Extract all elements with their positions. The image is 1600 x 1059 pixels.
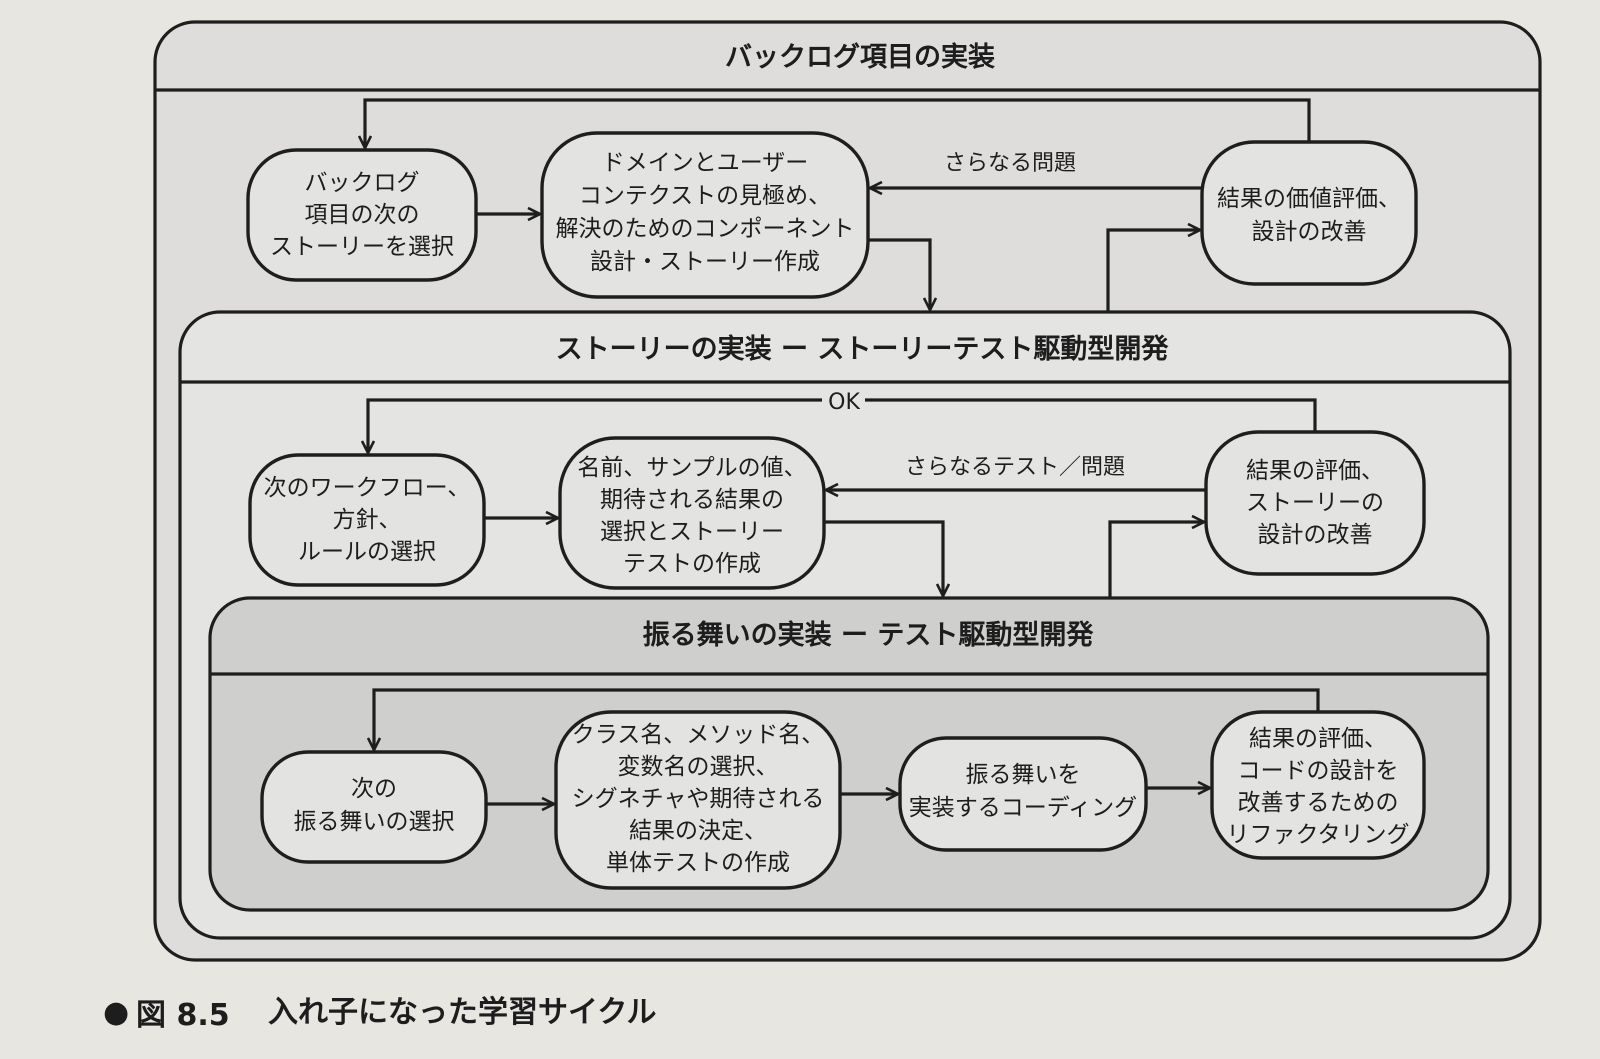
outer-connectors: さらなる問題 — [365, 98, 1311, 312]
arrow-domain-into-story-frame — [868, 238, 930, 310]
node-refactor-line-4: リファクタリング — [1226, 822, 1409, 848]
node-unit-test-line-3: シグネチャや期待される — [572, 786, 825, 812]
node-domain-design-line-1: ドメインとユーザー — [602, 150, 809, 176]
node-story-eval-line-3: 設計の改善 — [1258, 522, 1373, 548]
caption-figure-number: 図 8.5 — [136, 998, 230, 1033]
label-ok: OK — [828, 390, 860, 415]
node-coding-box — [898, 736, 1148, 852]
caption-bullet: ● — [103, 995, 129, 1030]
caption-title: 入れ子になった学習サイクル — [268, 995, 657, 1030]
node-domain-design-line-3: 解決のためのコンポーネント — [556, 216, 855, 242]
node-story-test-box — [558, 436, 826, 590]
node-value-eval-line-2: 設計の改善 — [1252, 219, 1367, 245]
node-story-test-line-2: 期待される結果の — [600, 487, 784, 513]
node-coding-line-1: 振る舞いを — [966, 762, 1081, 788]
node-workflow-select: 次のワークフロー、 方針、 ルールの選択 — [248, 453, 486, 587]
node-behavior-select: 次の 振る舞いの選択 — [260, 750, 488, 864]
node-coding-line-2: 実装するコーディング — [909, 795, 1137, 821]
figure-caption: ● 図 8.5 入れ子になった学習サイクル — [103, 995, 657, 1033]
frame-behavior-title: 振る舞いの実装 ー テスト駆動型開発 — [643, 619, 1095, 651]
node-backlog-select-line-3: ストーリーを選択 — [270, 234, 454, 260]
node-workflow-select-box — [248, 453, 486, 587]
node-workflow-select-line-3: ルールの選択 — [298, 539, 436, 565]
node-refactor: 結果の評価、 コードの設計を 改善するための リファクタリング — [1210, 710, 1426, 860]
node-story-eval-line-2: ストーリーの — [1246, 490, 1384, 516]
node-story-test: 名前、サンプルの値、 期待される結果の 選択とストーリー テストの作成 — [558, 436, 826, 590]
arrow-behavior-loop-back — [374, 688, 1320, 750]
node-unit-test-line-2: 変数名の選択、 — [618, 754, 779, 780]
node-story-test-line-4: テストの作成 — [623, 551, 761, 577]
node-behavior-select-line-1: 次の — [351, 776, 397, 802]
node-story-eval: 結果の評価、 ストーリーの 設計の改善 — [1204, 430, 1426, 576]
node-unit-test-line-1: クラス名、メソッド名、 — [572, 722, 825, 748]
node-domain-design-line-4: 設計・ストーリー作成 — [590, 249, 820, 275]
node-value-eval-box — [1200, 140, 1418, 286]
node-refactor-line-3: 改善するための — [1238, 790, 1399, 816]
frame-backlog-title: バックログ項目の実装 — [725, 41, 995, 73]
arrow-story-loop-back-right — [865, 398, 1317, 432]
behavior-connectors — [374, 688, 1320, 804]
node-backlog-select-line-1: バックログ — [305, 170, 420, 196]
node-value-eval-line-1: 結果の価値評価、 — [1217, 186, 1401, 212]
arrow-behavior-frame-to-story-eval — [1108, 522, 1204, 598]
frame-behavior-implementation: 振る舞いの実装 ー テスト駆動型開発 — [208, 596, 1490, 912]
node-behavior-select-line-2: 振る舞いの選択 — [294, 809, 455, 835]
node-unit-test: クラス名、メソッド名、 変数名の選択、 シグネチャや期待される 結果の決定、 単… — [554, 710, 842, 890]
node-domain-design-line-2: コンテクストの見極め、 — [579, 183, 831, 209]
node-value-eval: 結果の価値評価、 設計の改善 — [1200, 140, 1418, 286]
node-story-eval-line-1: 結果の評価、 — [1246, 458, 1384, 484]
node-story-test-line-1: 名前、サンプルの値、 — [577, 455, 806, 481]
node-story-test-line-3: 選択とストーリー — [600, 519, 784, 545]
node-unit-test-box — [554, 710, 842, 890]
arrow-story-test-into-behavior-frame — [824, 520, 943, 596]
label-more-tests: さらなるテスト／問題 — [905, 455, 1125, 480]
node-workflow-select-line-1: 次のワークフロー、 — [264, 475, 471, 501]
arrow-story-frame-to-value-eval — [1106, 230, 1200, 312]
node-refactor-line-1: 結果の評価、 — [1249, 726, 1387, 752]
node-unit-test-line-5: 単体テストの作成 — [606, 850, 790, 876]
node-domain-design-box — [540, 131, 870, 299]
node-backlog-select-line-2: 項目の次の — [305, 202, 420, 228]
frame-behavior-border — [208, 596, 1490, 912]
node-backlog-select: バックログ 項目の次の ストーリーを選択 — [246, 148, 478, 282]
frame-story-title: ストーリーの実装 ー ストーリーテスト駆動型開発 — [556, 333, 1170, 365]
arrow-story-loop-back-left — [368, 398, 822, 453]
node-domain-design: ドメインとユーザー コンテクストの見極め、 解決のためのコンポーネント 設計・ス… — [540, 131, 870, 299]
node-coding: 振る舞いを 実装するコーディング — [898, 736, 1148, 852]
node-workflow-select-line-2: 方針、 — [333, 507, 402, 533]
node-behavior-select-box — [260, 750, 488, 864]
node-refactor-line-2: コードの設計を — [1238, 758, 1399, 784]
node-unit-test-line-4: 結果の決定、 — [629, 818, 767, 844]
arrow-outer-loop-back — [365, 98, 1311, 148]
label-more-problems: さらなる問題 — [944, 151, 1076, 176]
story-connectors: OK さらなるテスト／問題 — [368, 390, 1317, 598]
